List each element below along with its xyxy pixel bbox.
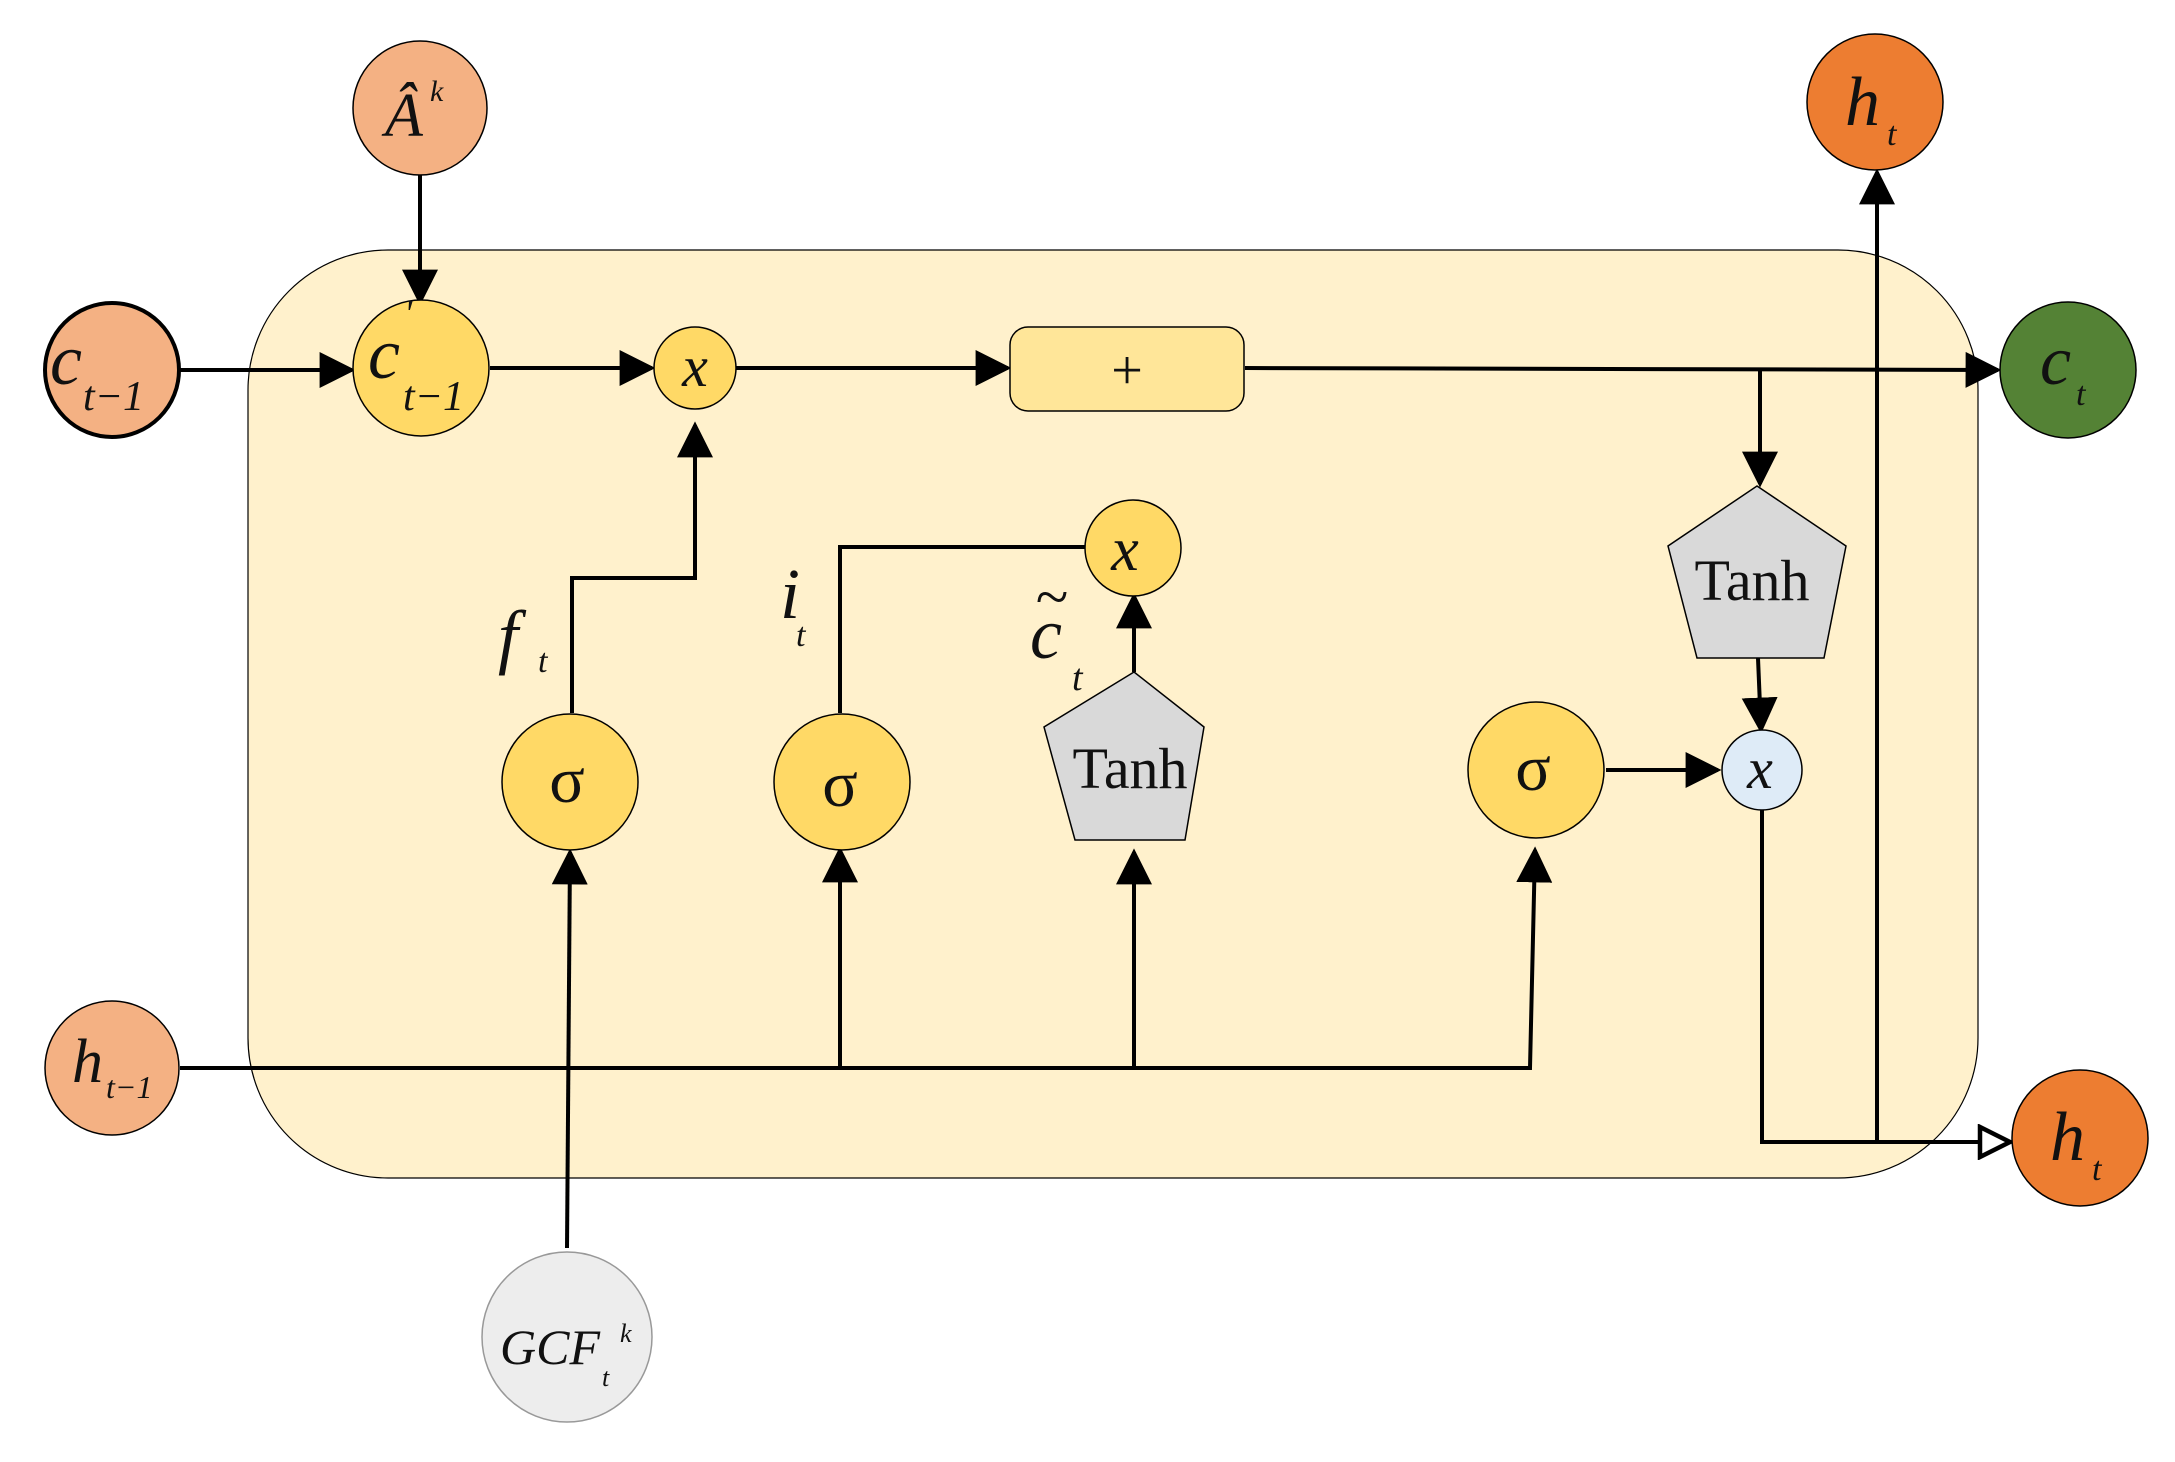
output-multiply-label: x xyxy=(1746,736,1773,801)
h-top-node: h t xyxy=(1806,33,1944,171)
h-right-label: h xyxy=(2050,1099,2085,1176)
forget-sigma-node: σ xyxy=(501,713,639,851)
add-node: + xyxy=(1009,326,1245,412)
c-out-label: c xyxy=(2040,323,2071,400)
output-sigma-node: σ xyxy=(1467,701,1605,839)
c-tilde-mark: ~ xyxy=(1035,564,1067,630)
h-right-sub: t xyxy=(2092,1151,2103,1188)
input-multiply-node: x xyxy=(1084,499,1182,597)
c-prime-node: c ' t−1 xyxy=(352,293,490,437)
output-tanh-label: Tanh xyxy=(1694,548,1809,613)
forget-sigma-label: σ xyxy=(549,744,585,817)
c-prev-label: c xyxy=(50,320,82,400)
c-tilde-label: c xyxy=(1030,594,1062,674)
c-out-node: c t xyxy=(1999,301,2137,439)
forget-multiply-node: x xyxy=(653,326,737,410)
a-hat-label: Â xyxy=(381,82,424,150)
input-sigma-node: σ xyxy=(773,713,911,851)
h-prev-sub: t−1 xyxy=(106,1069,152,1105)
c-prime-sub: t−1 xyxy=(403,374,464,420)
gcf-sup: k xyxy=(620,1319,632,1348)
input-gate-label: i t xyxy=(780,554,807,654)
gcf-sub: t xyxy=(602,1363,610,1392)
h-right-node: h t xyxy=(2011,1069,2149,1207)
a-hat-sup: k xyxy=(430,75,444,108)
i-sub: t xyxy=(796,617,807,654)
c-prev-node: c t−1 xyxy=(43,301,181,439)
c-prime-label: c xyxy=(368,314,400,394)
h-top-label: h xyxy=(1845,64,1880,141)
forget-multiply-label: x xyxy=(681,334,708,399)
input-sigma-label: σ xyxy=(822,748,858,821)
output-multiply-node: x xyxy=(1721,729,1803,811)
output-sigma-label: σ xyxy=(1515,732,1551,805)
input-multiply-label: x xyxy=(1110,516,1139,584)
c-tilde-sub: t xyxy=(1072,657,1084,699)
add-label: + xyxy=(1111,340,1143,402)
c-out-sub: t xyxy=(2076,376,2087,413)
gcf-node: GCF t k xyxy=(481,1251,653,1423)
a-hat-node: Â k xyxy=(352,40,488,176)
gcf-label: GCF xyxy=(500,1319,600,1375)
connections xyxy=(180,168,2010,1249)
c-prev-sub: t−1 xyxy=(83,374,144,420)
h-prev-label: h xyxy=(72,1028,103,1096)
candidate-tanh-label: Tanh xyxy=(1072,736,1187,801)
h-top-sub: t xyxy=(1887,116,1898,153)
candidate-label: ~ c t xyxy=(1030,564,1084,699)
output-tanh-node: Tanh xyxy=(1667,485,1847,659)
h-prev-node: h t−1 xyxy=(44,1000,180,1136)
i-label: i xyxy=(780,554,800,634)
c-prime-mark: ' xyxy=(404,293,413,335)
candidate-tanh-node: Tanh xyxy=(1043,671,1205,841)
f-sub: t xyxy=(538,643,549,680)
